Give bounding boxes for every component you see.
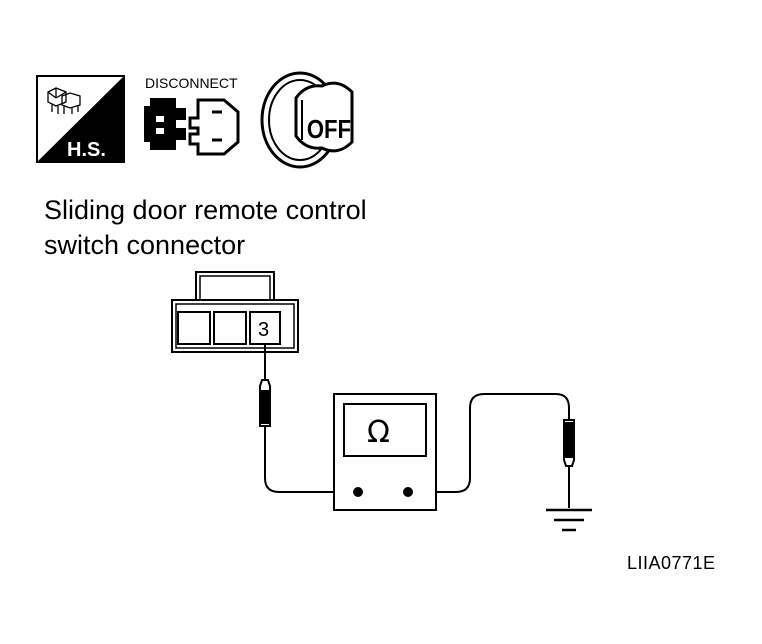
harness-label: H.S.	[67, 139, 106, 161]
caption-line-2: switch connector	[44, 230, 246, 260]
probe-left	[259, 344, 271, 427]
ground-symbol	[546, 508, 592, 532]
disconnect-label: DISCONNECT	[145, 75, 238, 91]
meter-terminal-left	[353, 487, 363, 497]
probe-right	[563, 419, 575, 508]
ignition-off-icon: OFF	[260, 71, 354, 169]
wire-left	[264, 426, 358, 493]
figure-code: LIIA0771E	[627, 553, 716, 573]
meter-terminal-right	[403, 487, 413, 497]
ignition-label: OFF	[307, 115, 351, 144]
caption-line-1: Sliding door remote control	[44, 195, 367, 225]
ohm-symbol: Ω	[367, 415, 390, 450]
terminal-label: 3	[258, 319, 269, 341]
harness-icon: H.S.	[36, 75, 125, 163]
ohmmeter: Ω	[333, 393, 437, 511]
disconnect-icon: DISCONNECT	[144, 75, 240, 156]
connector-shape: 3	[171, 271, 299, 353]
wire-right	[408, 393, 570, 493]
